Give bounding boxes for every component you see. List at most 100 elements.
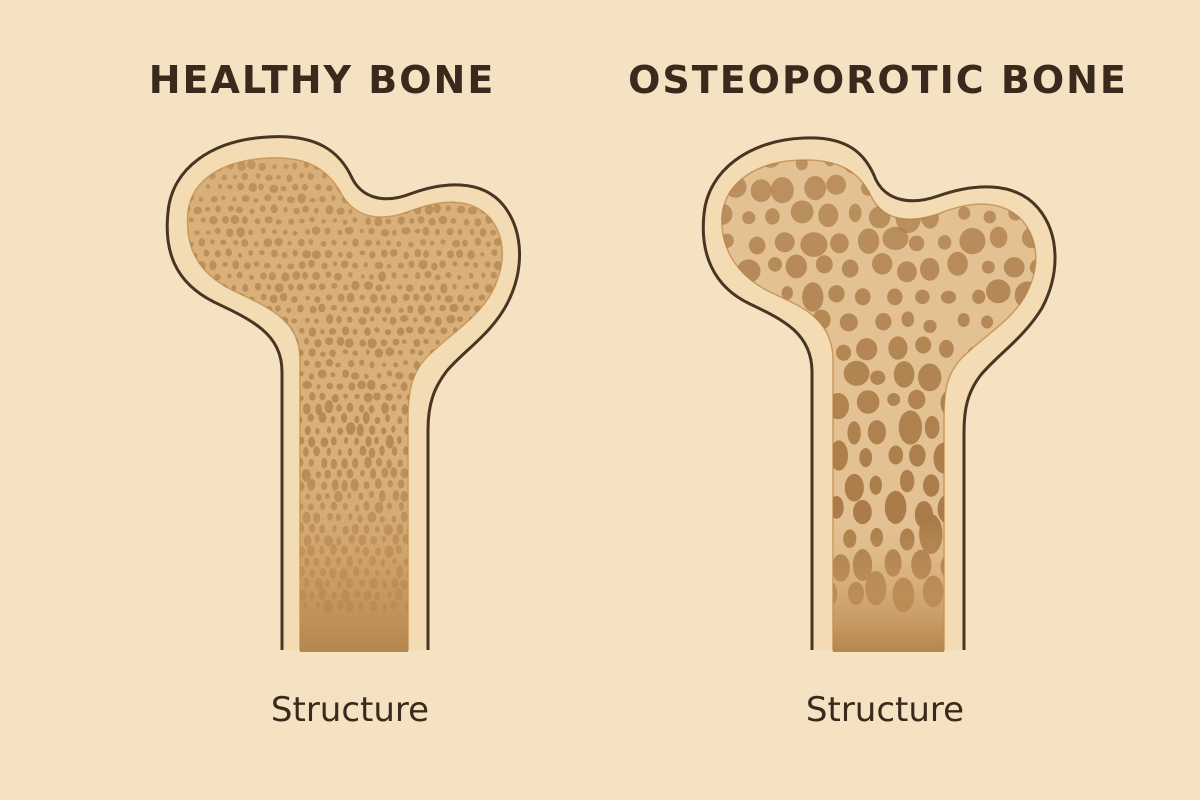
trabecular-pore (359, 294, 366, 300)
trabecular-pore (385, 414, 391, 423)
trabecular-pore (447, 250, 454, 259)
trabecular-pore (363, 392, 373, 403)
trabecular-pore (1005, 474, 1023, 495)
trabecular-pore (216, 382, 223, 389)
trabecular-pore (408, 260, 415, 268)
trabecular-pore (192, 294, 200, 303)
trabecular-pore (233, 567, 240, 577)
trabecular-pore (187, 315, 189, 325)
trabecular-pore (1015, 169, 1036, 196)
trabecular-pore (177, 307, 184, 315)
trabecular-pore (484, 157, 492, 159)
trabecular-pore (209, 393, 218, 403)
trabecular-pore (397, 350, 403, 356)
trabecular-pore (435, 162, 441, 169)
trabecular-pore (435, 447, 443, 457)
trabecular-pore (503, 581, 507, 588)
trabecular-pore (491, 536, 496, 544)
trabecular-pore (440, 523, 449, 533)
trabecular-pore (480, 427, 486, 435)
trabecular-pore (462, 524, 469, 535)
trabecular-pore (336, 207, 345, 215)
trabecular-pore (760, 516, 782, 554)
trabecular-pore (266, 372, 271, 379)
trabecular-pore (1036, 469, 1057, 498)
trabecular-pore (243, 522, 252, 534)
trabecular-pore (287, 263, 295, 270)
trabecular-pore (259, 557, 269, 569)
trabecular-pore (209, 524, 216, 534)
trabecular-pore (480, 534, 486, 544)
trabecular-pore (795, 160, 808, 171)
trabecular-pore (299, 218, 305, 224)
trabecular-pore (983, 210, 996, 224)
trabecular-pore (251, 568, 260, 581)
trabecular-pore (869, 475, 882, 495)
trabecular-pore (901, 311, 915, 328)
trabecular-pore (358, 404, 365, 413)
trabecular-pore (393, 362, 399, 368)
trabecular-pore (502, 600, 508, 611)
trabecular-pore (504, 471, 509, 479)
trabecular-pore (423, 293, 432, 303)
trabecular-pore (875, 313, 892, 331)
trabecular-pore (397, 394, 402, 400)
trabecular-pore (468, 444, 475, 457)
trabecular-pore (342, 219, 348, 225)
trabecular-pore (332, 261, 338, 267)
trabecular-pore (986, 279, 1011, 304)
trabecular-pore (779, 555, 798, 581)
trabecular-pore (1005, 569, 1028, 607)
trabecular-pore (226, 403, 233, 412)
trabecular-pore (233, 392, 238, 400)
trabecular-pore (352, 238, 359, 247)
trabecular-pore (221, 174, 228, 181)
trabecular-pore (252, 524, 259, 535)
trabecular-pore (276, 174, 281, 180)
trabecular-pore (836, 344, 852, 361)
trabecular-pore (178, 568, 184, 577)
trabecular-pore (187, 359, 189, 370)
trabecular-pore (242, 435, 248, 444)
trabecular-pore (231, 284, 237, 291)
trabecular-pore (362, 411, 370, 425)
trabecular-pore (177, 458, 184, 468)
trabecular-pore (490, 229, 496, 236)
trabecular-pore (210, 500, 219, 512)
trabecular-pore (417, 326, 425, 335)
trabecular-pore (441, 173, 450, 182)
trabecular-pore (178, 544, 186, 556)
trabecular-pore (224, 446, 232, 459)
trabecular-pore (434, 511, 443, 523)
trabecular-pore (216, 557, 223, 565)
trabecular-pore (501, 402, 503, 414)
trabecular-pore (826, 174, 847, 195)
trabecular-pore (423, 250, 430, 258)
trabecular-pore (359, 228, 364, 234)
trabecular-pore (188, 412, 196, 424)
trabecular-pore (191, 468, 200, 479)
trabecular-pore (232, 546, 238, 555)
trabecular-pore (298, 238, 305, 247)
trabecular-pore (206, 230, 211, 235)
trabecular-pore (490, 600, 499, 612)
trabecular-pore (357, 162, 364, 171)
trabecular-pore (828, 285, 845, 303)
trabecular-pore (415, 272, 421, 280)
trabecular-pore (224, 359, 233, 368)
trabecular-pore (198, 479, 205, 490)
trabecular-pore (301, 183, 309, 191)
trabecular-pore (491, 186, 497, 193)
trabecular-pore (369, 251, 376, 259)
trabecular-pore (848, 203, 862, 222)
trabecular-pore (479, 382, 486, 389)
trabecular-pore (316, 384, 321, 390)
trabecular-pore (457, 294, 465, 303)
trabecular-pore (248, 577, 257, 589)
trabecular-pore (187, 325, 195, 334)
trabecular-pore (313, 318, 319, 324)
trabecular-pore (188, 370, 193, 377)
trabecular-pore (187, 493, 188, 502)
trabecular-pore (1018, 340, 1033, 353)
trabecular-pore (236, 402, 244, 416)
